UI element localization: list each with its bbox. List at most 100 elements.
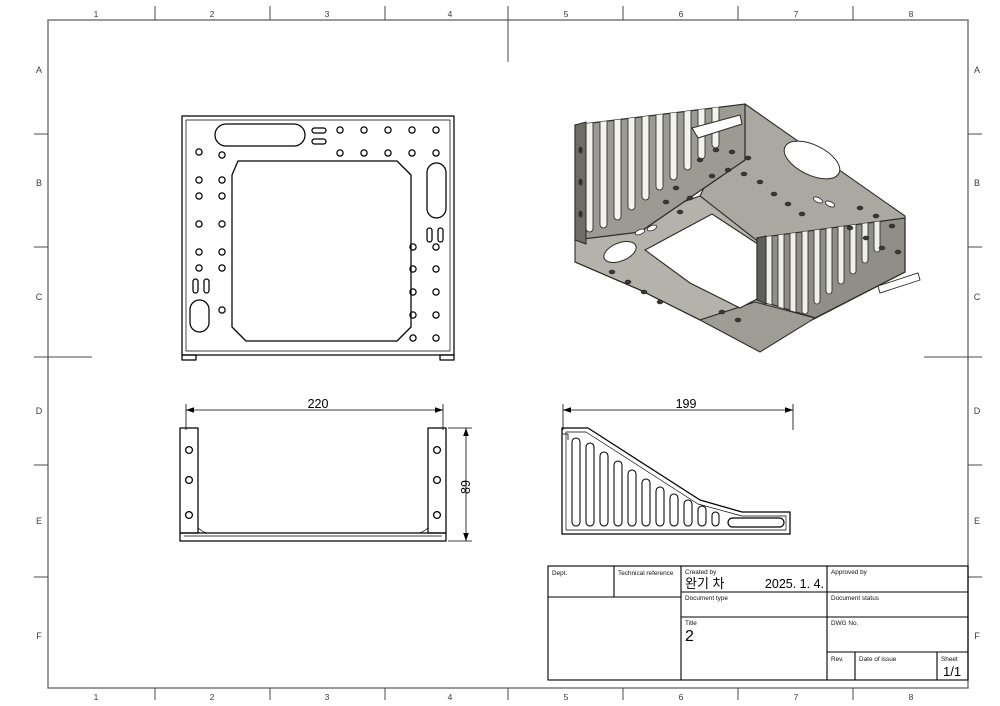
zone-label-bottom-6: 6	[679, 692, 684, 702]
label-technical-reference: Technical reference	[618, 570, 674, 577]
value-created-by: 완기 차	[685, 576, 725, 591]
label-document-status: Document status	[831, 595, 879, 602]
side-view-slot-2	[585, 442, 595, 527]
row-label-left-d: D	[36, 406, 43, 416]
iso-deck-small-slots	[634, 196, 836, 236]
zone-label-top-1: 1	[94, 9, 99, 19]
label-date-of-issue: Date of issue	[859, 656, 897, 663]
side-view-inner-edge	[565, 431, 787, 531]
dim-89-text: 89	[459, 480, 473, 494]
zone-label-top-8: 8	[909, 9, 914, 19]
label-approved-by: Approved by	[831, 569, 868, 576]
label-document-type: Document type	[685, 595, 728, 602]
side-view-slot-5	[627, 469, 637, 527]
zone-label-top-3: 3	[325, 9, 330, 19]
top-view-slot-small-top-1	[311, 127, 327, 134]
side-view-notch	[562, 433, 569, 440]
row-label-right-d: D	[974, 406, 981, 416]
top-view-slot-small-top-2	[311, 138, 327, 145]
value-sheet: 1/1	[943, 664, 961, 679]
iso-flange-left-holes	[578, 146, 583, 218]
iso-flange-right	[756, 235, 767, 305]
zone-ticks-top	[154, 6, 854, 20]
front-view-base-plate	[179, 532, 447, 542]
top-view-hole-row-top-2	[336, 149, 440, 157]
top-view-hole-column-right-inner	[409, 243, 417, 342]
label-dept: Dept.	[552, 570, 567, 577]
side-view	[561, 427, 791, 535]
iso-deck-slot-large-top	[691, 114, 743, 139]
dim-199-arrow-left	[563, 407, 571, 413]
row-label-right-a: A	[974, 65, 980, 75]
zone-labels-top: 1 2 3 4 5 6 7 8	[94, 9, 914, 19]
top-view-hole-column-right-outer	[432, 243, 440, 342]
iso-deck-hole-grid	[608, 147, 902, 323]
zone-label-top-6: 6	[679, 9, 684, 19]
side-view-slot-10	[697, 505, 707, 527]
front-view-fillet-left	[197, 527, 209, 534]
zone-labels-bottom: 1 2 3 4 5 6 7 8	[94, 692, 914, 702]
top-view-hole-row-top-1	[336, 126, 440, 134]
label-dwg-no: DWG No.	[831, 620, 859, 627]
top-view-slot-small-bottom-1	[192, 278, 199, 294]
top-view-slot-bottom-left	[189, 299, 210, 333]
title-block-labels: Dept. Technical reference Created by App…	[552, 569, 958, 663]
zone-ticks-bottom	[154, 688, 854, 700]
zone-label-top-7: 7	[794, 9, 799, 19]
side-view-dimensions	[562, 404, 794, 430]
top-view-slot-small-right-2	[437, 227, 444, 243]
row-label-right-b: B	[974, 178, 980, 188]
row-label-left-c: C	[36, 292, 43, 302]
label-rev: Rev.	[831, 656, 844, 663]
row-label-left-a: A	[36, 65, 42, 75]
dim-89-arrow-bottom	[463, 533, 469, 541]
zone-label-bottom-1: 1	[94, 692, 99, 702]
front-view-fillet-right	[417, 527, 429, 534]
dim-199-text: 199	[676, 397, 697, 411]
zone-label-top-4: 4	[448, 9, 453, 19]
front-view-dimensions	[185, 404, 472, 542]
zone-label-bottom-2: 2	[210, 692, 215, 702]
iso-deck-slot-left	[603, 241, 637, 263]
top-view-slot-small-bottom-2	[203, 278, 210, 294]
row-label-right-f: F	[974, 631, 980, 641]
front-view	[179, 427, 447, 542]
zone-label-bottom-3: 3	[325, 692, 330, 702]
side-view-outline	[561, 427, 791, 535]
zone-label-top-2: 2	[210, 9, 215, 19]
fold-marks	[48, 20, 968, 358]
row-ticks-right	[968, 133, 982, 578]
row-label-left-f: F	[36, 631, 42, 641]
isometric-view	[574, 103, 921, 353]
row-label-right-c: C	[974, 292, 981, 302]
row-label-right-e: E	[974, 516, 980, 526]
side-view-slot-1	[571, 437, 581, 527]
top-view-slot-top-left	[214, 123, 306, 147]
dim-199-arrow-right	[785, 407, 793, 413]
zone-label-bottom-8: 8	[909, 692, 914, 702]
zone-label-bottom-4: 4	[448, 692, 453, 702]
zone-label-bottom-5: 5	[564, 692, 569, 702]
side-view-slot-11	[711, 511, 720, 527]
top-view-hole-column-left-inner	[218, 151, 226, 314]
side-view-slot-9	[683, 499, 693, 527]
top-view-slot-small-right-1	[426, 227, 433, 243]
top-view	[181, 115, 455, 361]
row-ticks-left	[34, 133, 48, 578]
side-view-slot-8	[669, 493, 679, 527]
iso-deck-slot-bottom-right	[877, 272, 921, 294]
side-view-base-slot	[727, 517, 785, 528]
row-label-left-b: B	[36, 178, 42, 188]
row-labels-left: A B C D E F	[36, 65, 43, 641]
label-created-by: Created by	[685, 569, 717, 576]
dim-89-arrow-top	[463, 428, 469, 436]
side-view-slot-6	[641, 478, 651, 527]
top-view-central-cutout	[231, 160, 412, 342]
front-view-flange-left-holes	[184, 445, 194, 520]
value-created-date: 2025. 1. 4.	[765, 577, 824, 591]
title-block-values: 완기 차 2025. 1. 4. 2 1/1	[685, 576, 961, 679]
side-view-slot-7	[655, 486, 665, 527]
dim-220-arrow-right	[435, 407, 443, 413]
label-title: Title	[685, 620, 697, 627]
